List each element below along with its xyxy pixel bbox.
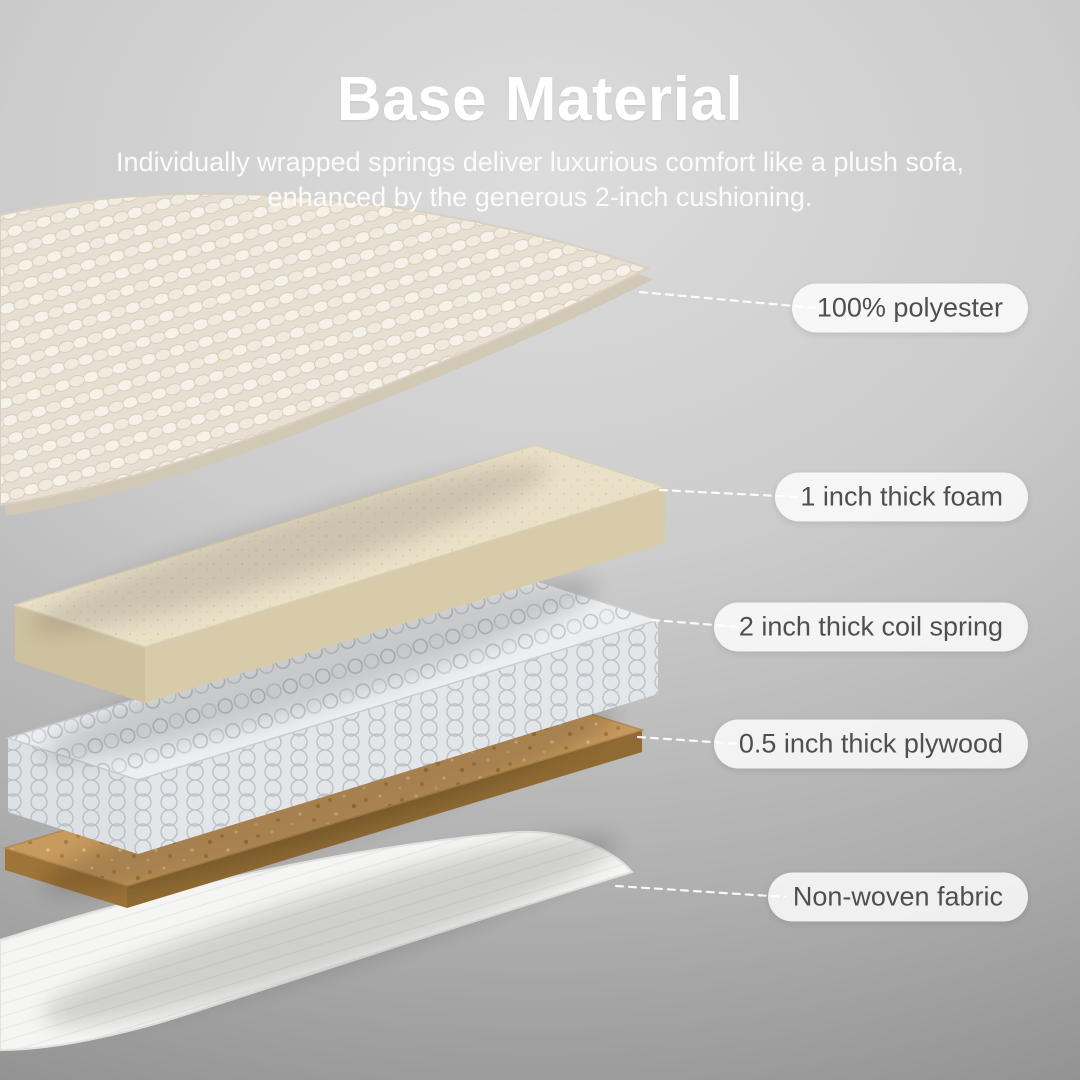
callout-non-woven-fabric: Non-woven fabric bbox=[767, 872, 1028, 922]
leader-line-coil-spring bbox=[650, 618, 742, 629]
polyester-quilted-face bbox=[0, 192, 651, 507]
leader-line-foam bbox=[658, 488, 800, 499]
subtitle-line-1: Individually wrapped springs deliver lux… bbox=[116, 147, 964, 177]
layer-polyester bbox=[0, 192, 653, 516]
coil-front-right-shade bbox=[138, 620, 658, 854]
header: Base Material Individually wrapped sprin… bbox=[0, 64, 1080, 215]
foam-front-right-face bbox=[145, 487, 665, 703]
leader-line-non-woven-fabric bbox=[614, 884, 788, 899]
coil-front-left-shade bbox=[8, 738, 138, 854]
callout-label-coil-spring: 2 inch thick coil spring bbox=[713, 602, 1028, 652]
callout-label-plywood: 0.5 inch thick plywood bbox=[713, 719, 1028, 769]
callout-polyester: 100% polyester bbox=[791, 283, 1028, 333]
subtitle: Individually wrapped springs deliver lux… bbox=[0, 145, 1080, 215]
subtitle-line-2: enhanced by the generous 2-inch cushioni… bbox=[267, 182, 813, 213]
shadow-foam-on-coil bbox=[42, 579, 598, 761]
leader-line-polyester bbox=[638, 290, 818, 310]
shadow-coil-on-plywood bbox=[42, 705, 618, 895]
coil-front-right-face bbox=[138, 620, 658, 854]
leader-line-plywood bbox=[636, 735, 744, 746]
page-title: Base Material bbox=[336, 65, 744, 134]
callout-label-non-woven-fabric: Non-woven fabric bbox=[767, 872, 1028, 922]
coil-front-left-face bbox=[8, 738, 138, 854]
shadow-polyester-on-foam bbox=[31, 464, 549, 632]
callout-label-foam: 1 inch thick foam bbox=[775, 472, 1028, 522]
shadow-plywood-on-fabric bbox=[42, 835, 618, 1025]
callout-coil-spring: 2 inch thick coil spring bbox=[713, 602, 1028, 652]
callout-label-polyester: 100% polyester bbox=[791, 283, 1028, 333]
callout-foam: 1 inch thick foam bbox=[775, 472, 1028, 522]
callout-plywood: 0.5 inch thick plywood bbox=[713, 719, 1028, 769]
